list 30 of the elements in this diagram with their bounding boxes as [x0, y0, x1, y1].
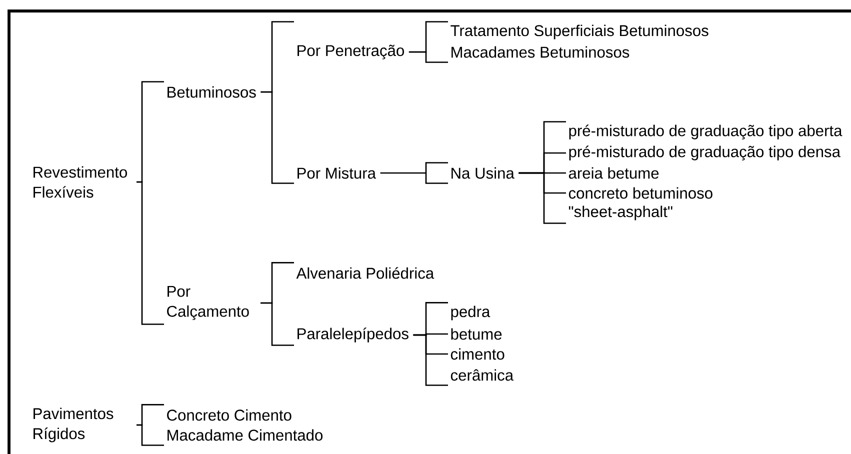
text-label: Revestimento Flexíveis [34, 166, 127, 198]
bracket-line [380, 162, 449, 184]
bracket-line [413, 334, 448, 386]
bracket-line [260, 302, 294, 346]
text-label: pedra [451, 306, 490, 320]
text-label: pré-misturado de graduação tipo aberta [569, 124, 842, 140]
bracket-line [260, 91, 294, 184]
text-label: Por Calçamento [167, 286, 249, 320]
bracket-line [518, 172, 566, 224]
bracket-line [136, 424, 164, 446]
text-label: Concreto Cimento [167, 409, 292, 421]
bracket-line [408, 51, 448, 63]
text-label: Betuminosos [168, 86, 256, 98]
text-label: pré-misturado de graduação tipo densa [569, 146, 840, 160]
text-label: concreto betuminoso [568, 187, 712, 199]
text-label: cerâmica [450, 369, 514, 381]
text-label: betume [451, 328, 502, 340]
text-label: Alvenaria Poliédrica [296, 267, 434, 279]
text-label: Na Usina [452, 167, 514, 179]
text-label: cimento [450, 348, 504, 360]
text-label: Macadames Betuminosos [452, 46, 630, 58]
text-label: Pavimentos Rígidos [34, 408, 114, 442]
text-label: Macadame Cimentado [168, 429, 323, 441]
text-label: Por Mistura [298, 167, 376, 179]
bracket-line [136, 181, 164, 325]
text-label: Tratamento Superficiais Betuminosos [450, 24, 708, 40]
text-label: Paralelepípedos [298, 328, 408, 342]
text-label: Por Penetração [298, 44, 404, 60]
text-label: "sheet-asphalt" [568, 206, 672, 220]
text-label: areia betume [568, 167, 659, 179]
